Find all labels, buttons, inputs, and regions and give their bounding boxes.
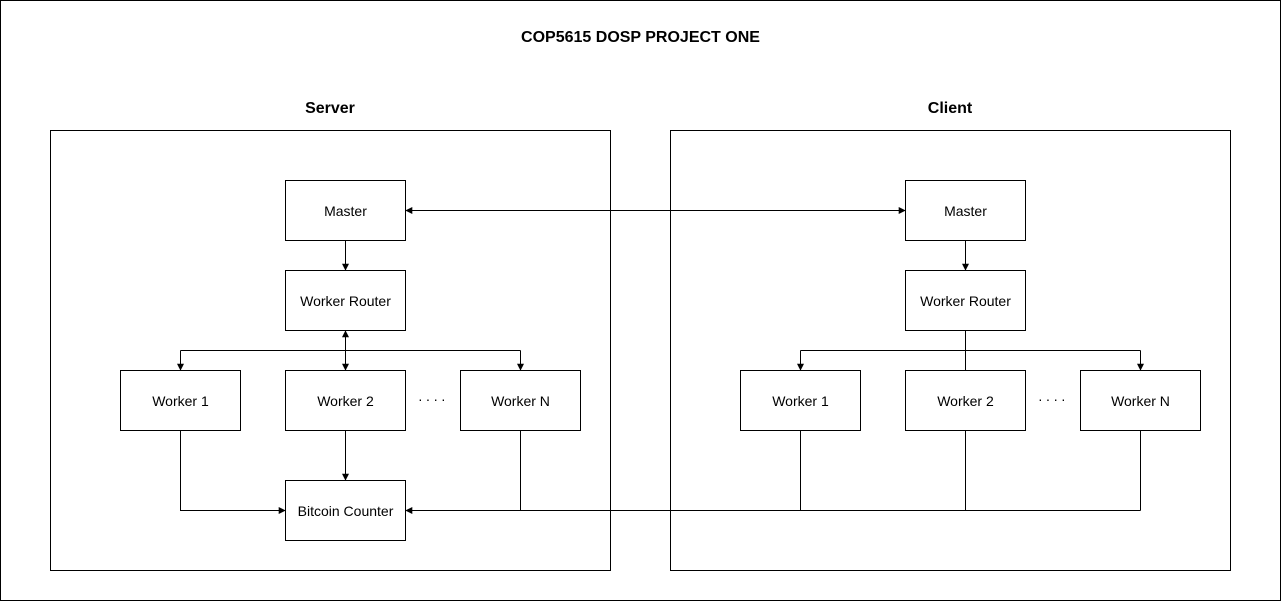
server-router-node: Worker Router xyxy=(285,270,406,331)
diagram-title: COP5615 DOSP PROJECT ONE xyxy=(521,29,760,46)
client-master-node: Master xyxy=(905,180,1026,241)
server-worker-n-node: Worker N xyxy=(460,370,581,431)
client-router-node: Worker Router xyxy=(905,270,1026,331)
client-worker-1-node: Worker 1 xyxy=(740,370,861,431)
server-worker-2-node: Worker 2 xyxy=(285,370,406,431)
server-container xyxy=(50,130,611,571)
client-worker-n-node: Worker N xyxy=(1080,370,1201,431)
client-worker-2-node: Worker 2 xyxy=(905,370,1026,431)
bitcoin-counter-node: Bitcoin Counter xyxy=(285,480,406,541)
client-worker-ellipsis: ···· xyxy=(1038,391,1069,407)
client-container xyxy=(670,130,1231,571)
edge-server-worker1-counter xyxy=(180,431,286,514)
server-worker-ellipsis: ···· xyxy=(418,391,449,407)
client-label: Client xyxy=(927,100,973,117)
server-label: Server xyxy=(305,100,355,117)
server-worker-1-node: Worker 1 xyxy=(120,370,241,431)
server-master-node: Master xyxy=(285,180,406,241)
